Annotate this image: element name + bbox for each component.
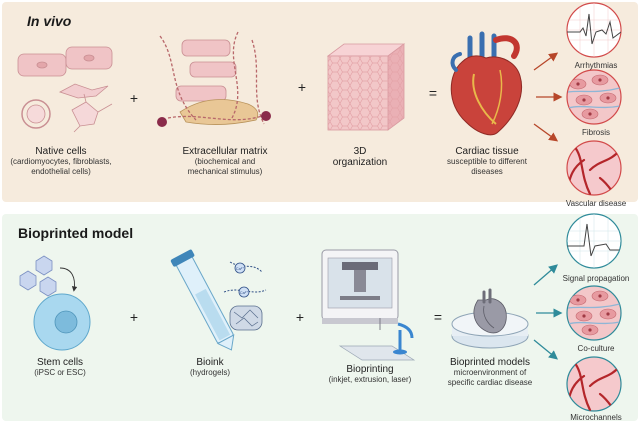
organization-label: organization (333, 157, 387, 168)
outcome-vascular-disease: Vascular disease (566, 199, 627, 208)
petri-dish-heart-icon (451, 288, 529, 349)
bioink-ion-label-2: Ca²⁺ (240, 290, 249, 295)
bioprinted-plus-1: + (130, 309, 138, 325)
heart-icon (450, 31, 522, 136)
native-cells-icon (17, 46, 113, 133)
stem-cell-icon (19, 255, 91, 351)
bioink-ion-label-1: Ca²⁺ (236, 266, 245, 271)
bioink-sub: (hydrogels) (190, 368, 230, 377)
fibrosis-icon (566, 69, 622, 125)
bioprinted-plus-2: + (296, 309, 304, 325)
bioprinted-background (2, 214, 638, 421)
co-culture-icon (566, 285, 622, 341)
native-cells-sub-2: endothelial cells) (31, 167, 91, 176)
bioprinting-label: Bioprinting (346, 364, 393, 375)
bioprinted-models-sub-2: specific cardiac disease (448, 378, 533, 387)
bioprinter-icon (321, 249, 416, 361)
in-vivo-plus-1: + (130, 90, 138, 106)
cardiac-tissue-label: Cardiac tissue (455, 146, 519, 157)
arrow-to-arrhythmias (533, 52, 559, 71)
bioprinted-models-label: Bioprinted models (450, 357, 530, 368)
bioink-label: Bioink (196, 357, 224, 368)
arrow-to-microchannels (533, 339, 559, 360)
in-vivo-equals: = (429, 85, 437, 101)
outcome-signal-propagation: Signal propagation (563, 274, 630, 283)
outcome-fibrosis: Fibrosis (582, 128, 610, 137)
microchannels-icon (566, 356, 622, 412)
arrhythmia-ecg-icon (566, 2, 622, 58)
ecm-sub-2: mechanical stimulus) (188, 167, 263, 176)
stem-cells-sub: (iPSC or ESC) (34, 368, 86, 377)
bioprinting-sub: (inkjet, extrusion, laser) (329, 375, 412, 384)
extracellular-matrix-icon (157, 31, 271, 127)
outcome-co-culture: Co-culture (578, 344, 615, 353)
in-vivo-background (2, 2, 638, 202)
tissue-cube-icon (326, 43, 406, 131)
outcome-microchannels: Microchannels (570, 413, 622, 422)
bioprinted-title: Bioprinted model (18, 225, 133, 241)
arrow-to-signal-propagation (533, 264, 558, 286)
ecm-sub-1: (biochemical and (195, 157, 255, 166)
arrow-to-vascular-disease (533, 123, 559, 142)
in-vivo-panel: In vivo Native cells (cardiomyocytes, fi… (2, 2, 638, 208)
ecm-label: Extracellular matrix (182, 146, 267, 157)
outcome-arrhythmias: Arrhythmias (575, 61, 618, 70)
signal-propagation-ecg-icon (566, 213, 622, 269)
in-vivo-plus-2: + (298, 79, 306, 95)
in-vivo-title: In vivo (27, 13, 72, 29)
bioprinted-equals: = (434, 309, 442, 325)
organization-label-3d: 3D (354, 146, 367, 157)
native-cells-sub-1: (cardiomyocytes, fibroblasts, (10, 157, 111, 166)
cardiac-tissue-sub-2: diseases (471, 167, 503, 176)
native-cells-label: Native cells (35, 146, 86, 157)
bioprinted-panel: Bioprinted model Stem cells (iPSC or ESC… (2, 213, 638, 422)
cardiac-tissue-sub-1: susceptible to different (447, 157, 528, 166)
vascular-disease-icon (566, 140, 622, 196)
bioprinted-models-sub-1: microenvironment of (454, 368, 527, 377)
bioink-tube-icon: Ca²⁺ Ca²⁺ (170, 249, 267, 351)
stem-cells-label: Stem cells (37, 357, 83, 368)
